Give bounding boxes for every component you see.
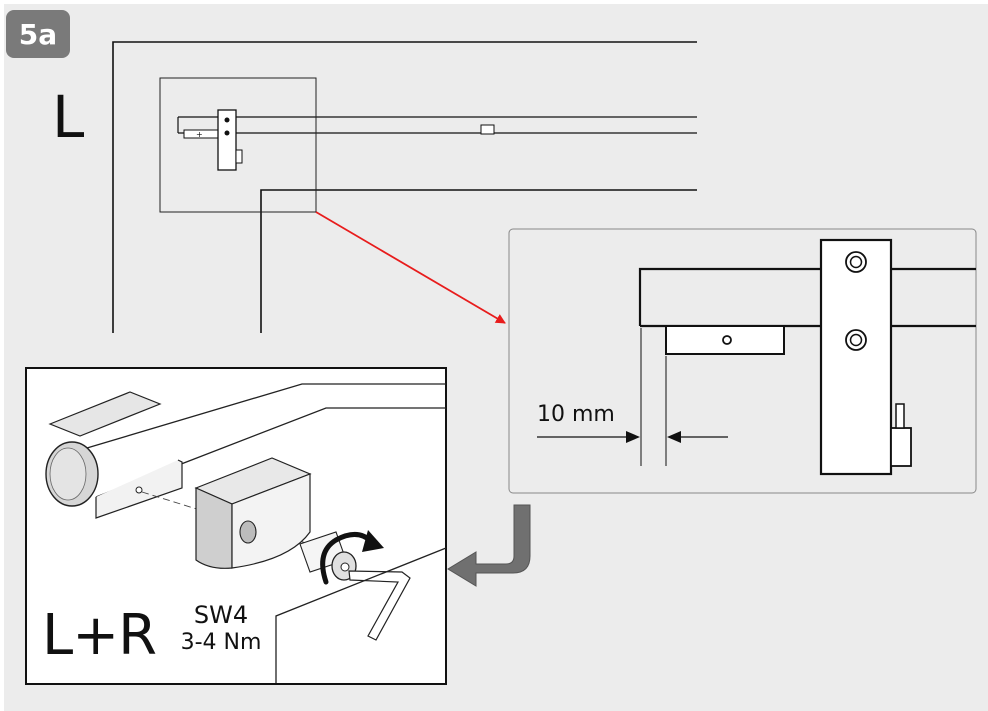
svg-text:+: + [196, 130, 203, 139]
detail-panel [508, 228, 977, 494]
zoom-pointer-arrow [315, 211, 506, 324]
install-side-label: L+R [42, 603, 157, 668]
gap-dimension-label: 10 mm [537, 402, 615, 427]
install-panel [25, 367, 447, 685]
step-badge: 5a [6, 10, 70, 58]
overview-side-label: L [52, 83, 85, 151]
torque-label: 3-4 Nm [180, 629, 262, 655]
tool-spec: SW4 3-4 Nm [166, 601, 276, 655]
flow-arrow [447, 504, 531, 587]
tool-size-label: SW4 [193, 601, 249, 629]
overview-frame: + [112, 41, 697, 333]
